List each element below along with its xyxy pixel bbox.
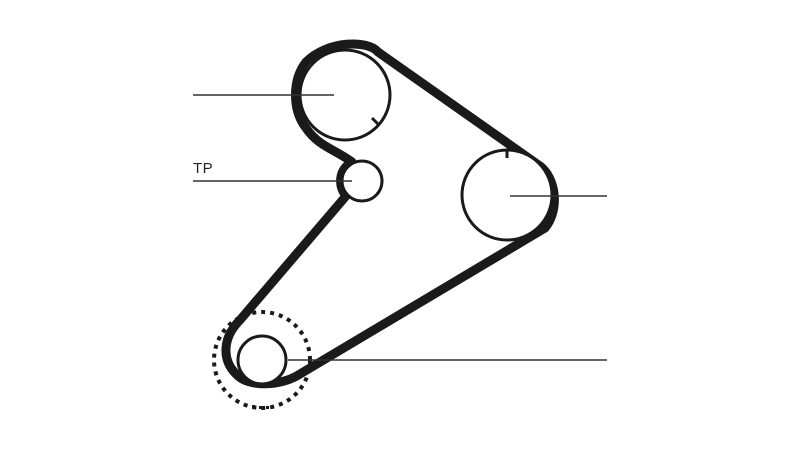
auxiliary-pulley	[460, 148, 554, 242]
tensioner-label: TP	[193, 160, 214, 177]
camshaft-pulley	[298, 48, 392, 142]
camshaft-timing-mark	[370, 116, 380, 126]
